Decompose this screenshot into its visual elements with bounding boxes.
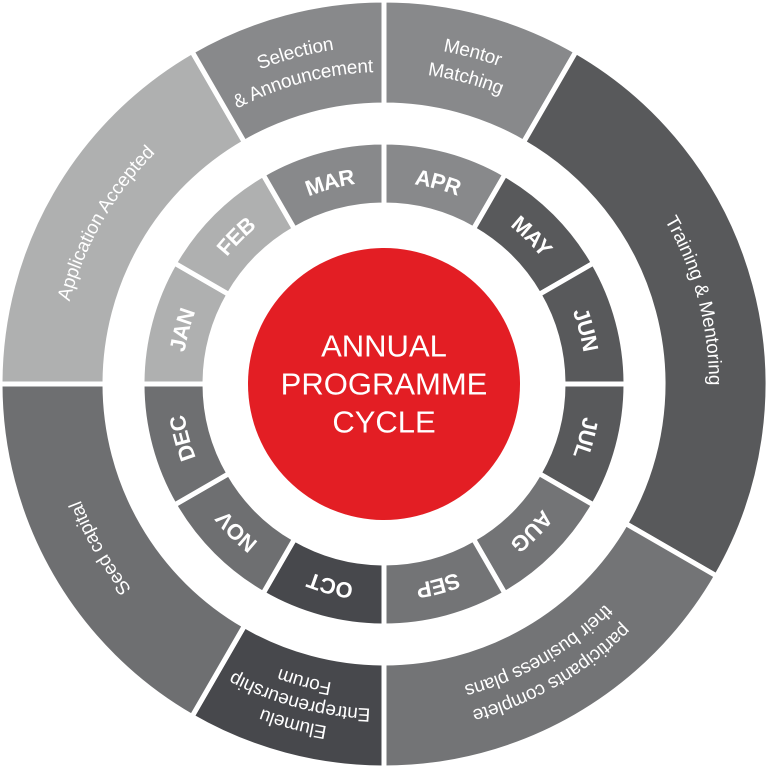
phase-segment: Seed capital <box>0 381 248 720</box>
phase-segment: Application Accepted <box>0 48 248 387</box>
month-segment-dec: DEC <box>139 381 233 509</box>
phase-segment-shape <box>0 381 248 720</box>
center-title-line: PROGRAMME <box>281 367 488 402</box>
month-segment-mar: MAR <box>259 139 387 233</box>
phase-segment: Selection& Announcement <box>188 0 387 146</box>
month-segment-feb: FEB <box>171 171 298 298</box>
center-title-line: ANNUAL <box>321 329 447 364</box>
center-circle <box>248 248 520 520</box>
month-segment-nov: NOV <box>171 470 298 597</box>
phase-segment-shape <box>520 48 768 580</box>
month-segment-sep: SEP <box>381 535 509 629</box>
month-segment-shape <box>139 381 233 509</box>
month-segment-aug: AUG <box>470 470 597 597</box>
phase-segment-shape <box>188 0 387 146</box>
phase-segment: Training & Mentoring <box>520 48 768 580</box>
month-segment-jun: JUN <box>535 259 629 387</box>
month-segment-may: MAY <box>470 171 597 298</box>
center-title-line: CYCLE <box>332 405 435 440</box>
